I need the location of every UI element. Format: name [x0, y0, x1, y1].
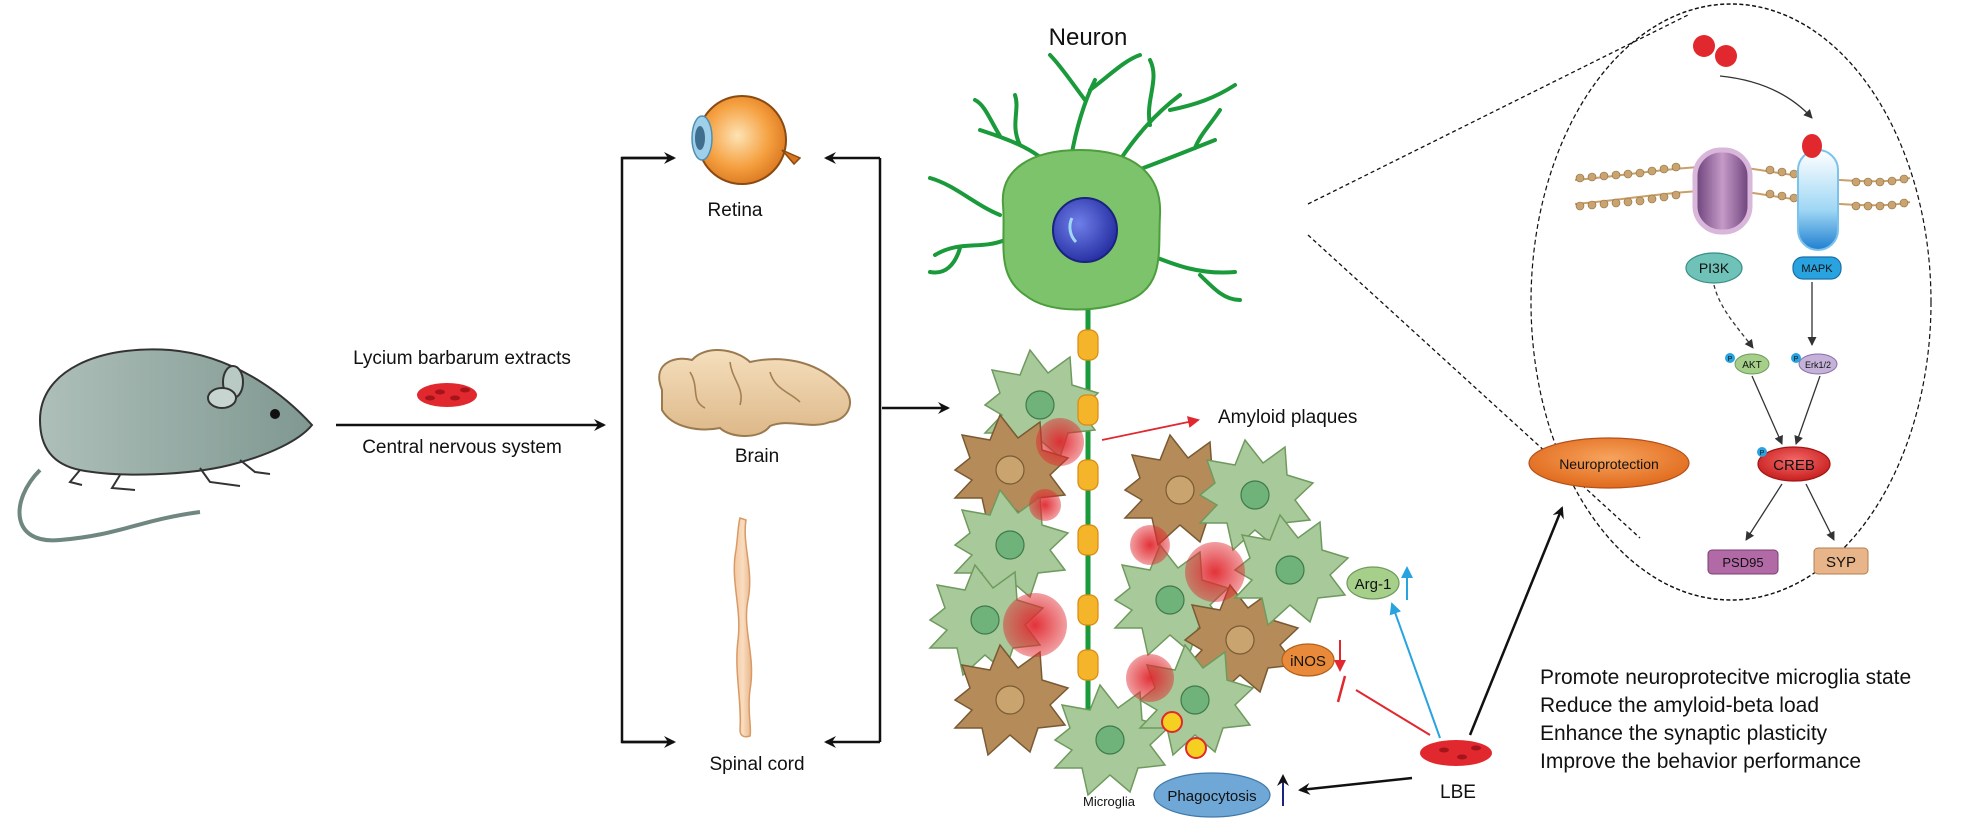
extract-title: Lycium barbarum extracts [353, 348, 571, 369]
myelin-segments [1077, 329, 1099, 681]
neuron-dendrites [928, 53, 1242, 302]
mouse-illustration [17, 348, 314, 543]
akt-phospho-dot [1725, 353, 1735, 363]
akt-badge [1734, 353, 1770, 375]
effect-item: Enhance the synaptic plasticity [1540, 722, 1828, 745]
mouse-leg-4 [239, 459, 271, 475]
pi3k-label: PI3K [1699, 260, 1730, 276]
lbe-to-arg1-arrow [1389, 602, 1441, 739]
bracket-left [620, 156, 670, 744]
ligand-binding-arrow [1719, 75, 1813, 119]
erk-to-creb-arrow [1794, 375, 1821, 445]
microglia-cell [953, 643, 1070, 757]
microglia-cell [1233, 513, 1350, 627]
phagocytosis-label: Phagocytosis [1167, 788, 1256, 805]
erk-label: Erk1/2 [1805, 360, 1831, 370]
creb-phospho-label: P [1760, 450, 1765, 457]
route-label: Central nervous system [362, 437, 562, 458]
mouse-ear [207, 387, 237, 409]
arg1-badge [1346, 566, 1400, 600]
inos-label: iNOS [1290, 653, 1326, 670]
microglia-cell [1198, 438, 1315, 552]
amyloid-arrow [1101, 416, 1200, 441]
berries-icon [417, 383, 477, 407]
neuron-label: Neuron [1049, 24, 1128, 51]
creb-phospho-dot [1757, 447, 1767, 457]
mapk-label: MAPK [1801, 263, 1833, 275]
arg1-label: Arg-1 [1355, 576, 1392, 593]
erk-phospho-dot [1791, 353, 1801, 363]
erk-phospho-label: P [1794, 356, 1799, 363]
microglia-cell [1053, 683, 1170, 797]
pathway-zoom-ellipse [1530, 3, 1932, 601]
brain-icon [658, 349, 851, 437]
creb-to-syp-arrow [1805, 483, 1835, 541]
blue-receptor [1797, 149, 1839, 251]
syp-badge [1813, 547, 1869, 575]
neuron-nucleus [1052, 197, 1118, 263]
microglia-label: Microglia [1083, 794, 1136, 809]
mouse-eye [270, 409, 280, 419]
mouse-leg-1 [68, 469, 83, 486]
cell-membrane [1574, 162, 1911, 211]
amyloid-plaques [1003, 418, 1245, 702]
bound-ligand [1802, 134, 1822, 158]
mouse-leg-2 [110, 474, 136, 491]
zoom-line-bottom [1307, 234, 1641, 539]
retina-label: Retina [708, 200, 763, 221]
inhibition-bar [1336, 675, 1347, 703]
amyloid-label: Amyloid plaques [1218, 407, 1357, 428]
mouse-body [38, 348, 314, 476]
creb-label: CREB [1773, 457, 1815, 474]
purple-receptor [1692, 147, 1753, 235]
eye-icon [691, 95, 802, 185]
brain-label: Brain [735, 446, 779, 467]
nucleus-highlight [1068, 217, 1078, 244]
lbe-to-phagocytosis-arrow [1298, 776, 1413, 795]
creb-to-psd95-arrow [1745, 483, 1783, 541]
spinal-cord-icon [733, 517, 753, 738]
erk-badge [1798, 353, 1838, 375]
psd95-label: PSD95 [1722, 555, 1763, 570]
neuroprotection-label: Neuroprotection [1559, 456, 1659, 472]
lbe-to-neuroprotection-arrow [1468, 506, 1564, 736]
lbe-inhibits-inos [1355, 689, 1431, 736]
akt-label: AKT [1742, 360, 1761, 371]
ligand-1 [1693, 35, 1715, 57]
phagocytosed-plaques [1161, 711, 1207, 759]
akt-to-creb-arrow [1751, 375, 1783, 445]
mouse-tail [17, 468, 201, 543]
creb-badge [1757, 446, 1831, 482]
ligand-2 [1715, 45, 1737, 67]
effect-item: Improve the behavior performance [1540, 750, 1861, 773]
spinal-cord-label: Spinal cord [709, 754, 804, 775]
mouse-leg-3 [199, 467, 241, 487]
mapk-badge [1792, 256, 1842, 280]
neuroprotection-badge [1528, 437, 1690, 489]
lbe-label: LBE [1440, 782, 1476, 803]
effect-item: Promote neuroprotecitve microglia state [1540, 666, 1911, 689]
pi3k-badge [1685, 252, 1743, 284]
pi3k-to-akt-arrow [1713, 284, 1754, 349]
phagocytosis-badge [1153, 772, 1271, 818]
lbe-berries-icon [1420, 740, 1492, 766]
syp-label: SYP [1826, 554, 1856, 571]
effect-item: Reduce the amyloid-beta load [1540, 694, 1819, 717]
akt-phospho-label: P [1728, 356, 1733, 363]
psd95-badge [1707, 549, 1779, 575]
zoom-line-top [1307, 13, 1691, 205]
